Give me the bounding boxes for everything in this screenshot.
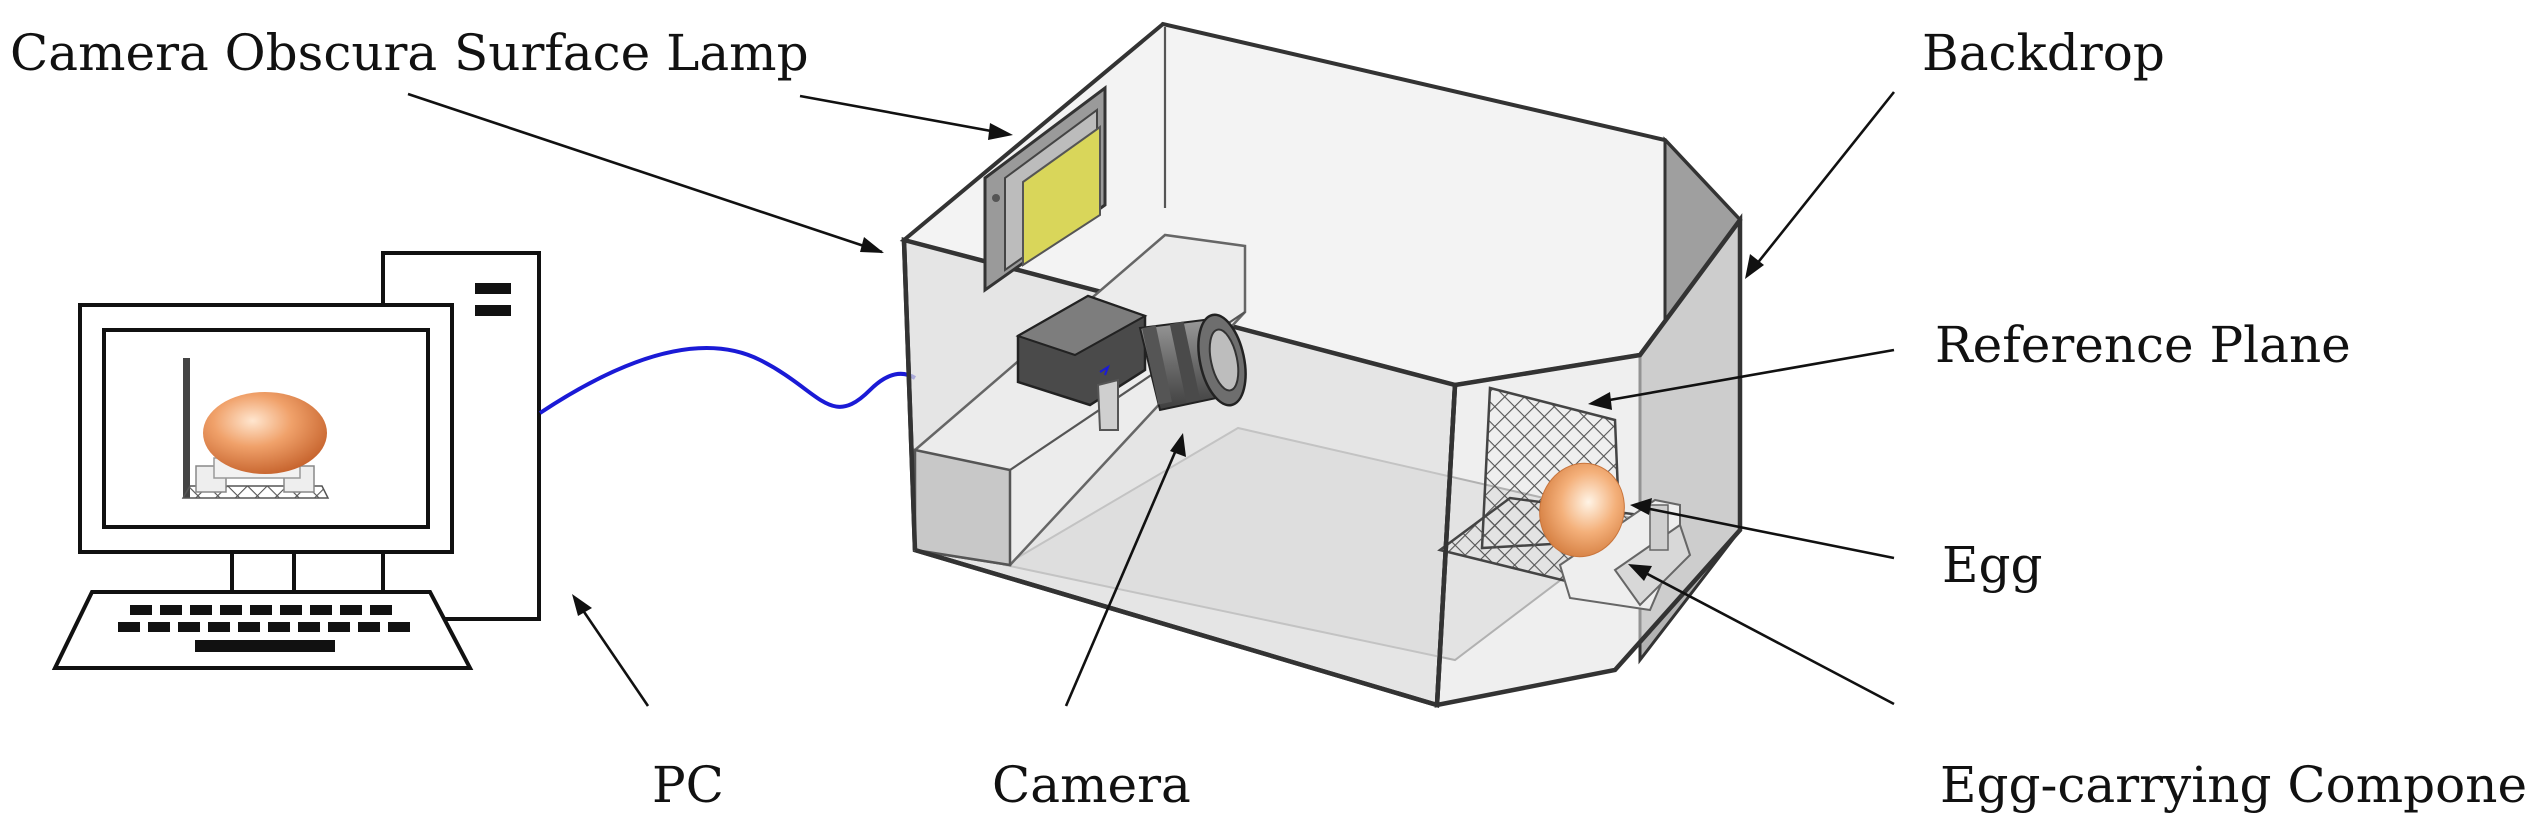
label-reference-plane: Reference Plane xyxy=(1935,316,2351,374)
camera-base-block xyxy=(913,448,1012,567)
screen-egg-preview xyxy=(181,358,330,499)
pc-monitor-stand xyxy=(230,550,296,594)
camera-device xyxy=(1015,294,1247,431)
leader-egg xyxy=(1639,505,1895,560)
leader-surface-lamp xyxy=(799,94,1003,135)
camera-lens xyxy=(1138,313,1247,412)
leader-lines xyxy=(407,91,1896,707)
leader-egg-carrying-component xyxy=(1637,567,1895,706)
label-surface-lamp: Surface Lamp xyxy=(454,24,809,82)
pc-tower-slot-1 xyxy=(475,283,511,294)
screen-egg xyxy=(203,392,327,474)
leader-pc xyxy=(576,602,650,707)
pc-illustration xyxy=(51,251,541,670)
label-camera: Camera xyxy=(992,756,1191,814)
label-egg-carrying-component: Egg-carrying Component xyxy=(1940,756,2528,814)
label-egg: Egg xyxy=(1942,536,2043,594)
camera-obscura-box xyxy=(899,21,1743,708)
label-pc: PC xyxy=(652,756,724,814)
leader-camera xyxy=(1064,442,1181,707)
egg-shape xyxy=(1539,462,1625,558)
surface-lamp xyxy=(983,85,1107,293)
leader-backdrop xyxy=(1750,91,1896,271)
pc-tower-slot-2 xyxy=(475,305,511,316)
leader-reference-plane xyxy=(1597,348,1895,404)
label-camera-obscura: Camera Obscura xyxy=(10,24,438,82)
pc-keyboard xyxy=(51,590,474,670)
usb-cable xyxy=(538,346,917,415)
leader-camera-obscura xyxy=(407,92,883,254)
keyboard-keys xyxy=(118,605,410,652)
label-backdrop: Backdrop xyxy=(1922,24,2165,82)
surface-lamp-panel xyxy=(1022,125,1101,267)
